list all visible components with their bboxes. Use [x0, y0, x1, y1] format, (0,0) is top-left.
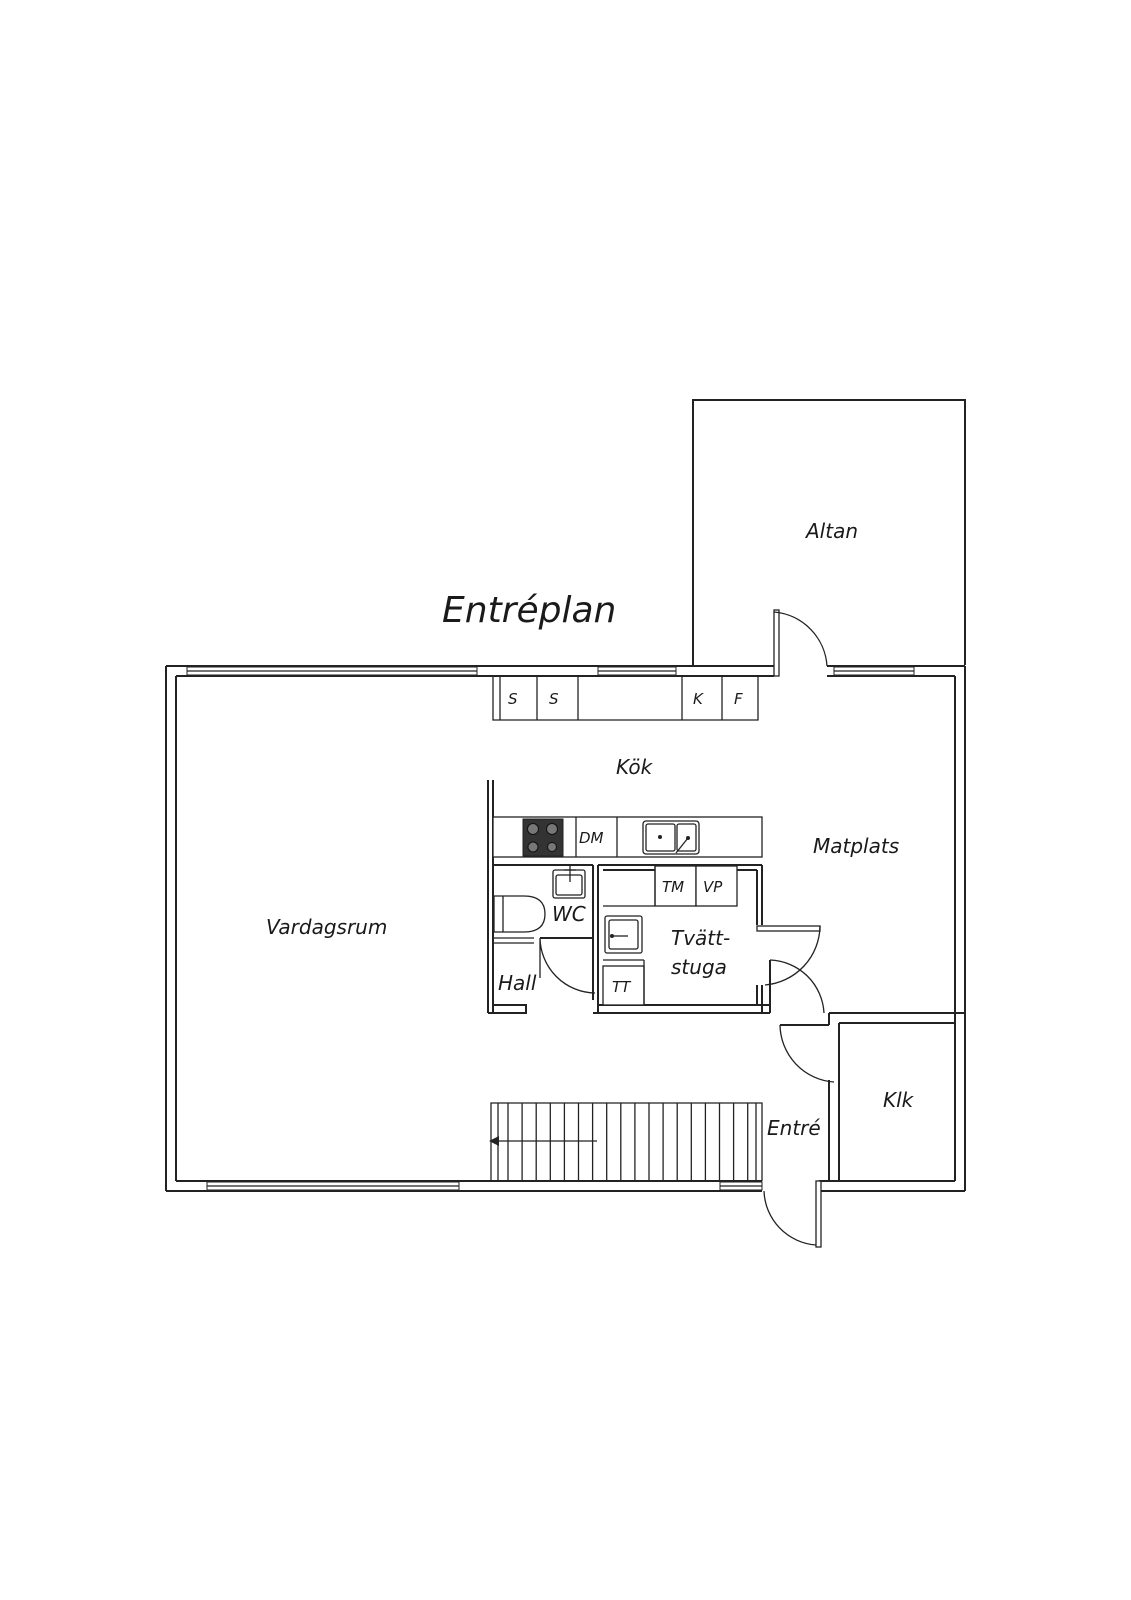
fixture-label-fridge: K: [693, 690, 704, 708]
fixture-label-dishwasher: DM: [579, 829, 604, 847]
door-arc: [773, 609, 828, 677]
door-arc: [756, 925, 821, 986]
room-label-vardagsrum: Vardagsrum: [266, 915, 387, 939]
room-label-tvattstuga: Tvätt-: [671, 926, 730, 950]
room-label-wc: WC: [552, 902, 586, 926]
room-label-tvattstuga-2: stuga: [671, 955, 727, 979]
plan-title: Entréplan: [442, 590, 616, 631]
fixture-label-freezer: F: [734, 690, 743, 708]
toilet-icon: [493, 895, 546, 933]
fixture-label-washer: TM: [662, 878, 684, 896]
fixture-label-water-heater: VP: [703, 878, 723, 896]
windows: [186, 666, 915, 1191]
room-label-altan: Altan: [804, 519, 858, 543]
wc-room: [493, 864, 599, 1013]
room-label-hall: Hall: [498, 971, 537, 995]
fixture-label-storage: S: [508, 690, 518, 708]
arrow-left-icon: [489, 1136, 597, 1146]
hall-walls: [488, 1004, 770, 1014]
stove-icon: [522, 818, 564, 857]
fixture-label-storage: S: [549, 690, 559, 708]
entrance-door: [763, 1180, 822, 1248]
sink-icon: [552, 866, 586, 899]
staircase: [490, 1102, 763, 1181]
room-label-matplats: Matplats: [813, 834, 899, 858]
room-label-klk: Klk: [883, 1088, 915, 1112]
balcony-outline: [692, 399, 966, 665]
kitchen-counter-top: [492, 676, 759, 721]
door-arc: [539, 937, 596, 994]
entry-walls: [769, 959, 965, 1182]
room-label-entre: Entré: [767, 1116, 821, 1140]
door-arc: [779, 1024, 835, 1083]
laundry-room: [598, 864, 763, 1013]
room-label-kok: Kök: [616, 755, 654, 779]
sink-icon: [642, 820, 700, 855]
fixture-label-dryer: TT: [612, 978, 632, 996]
